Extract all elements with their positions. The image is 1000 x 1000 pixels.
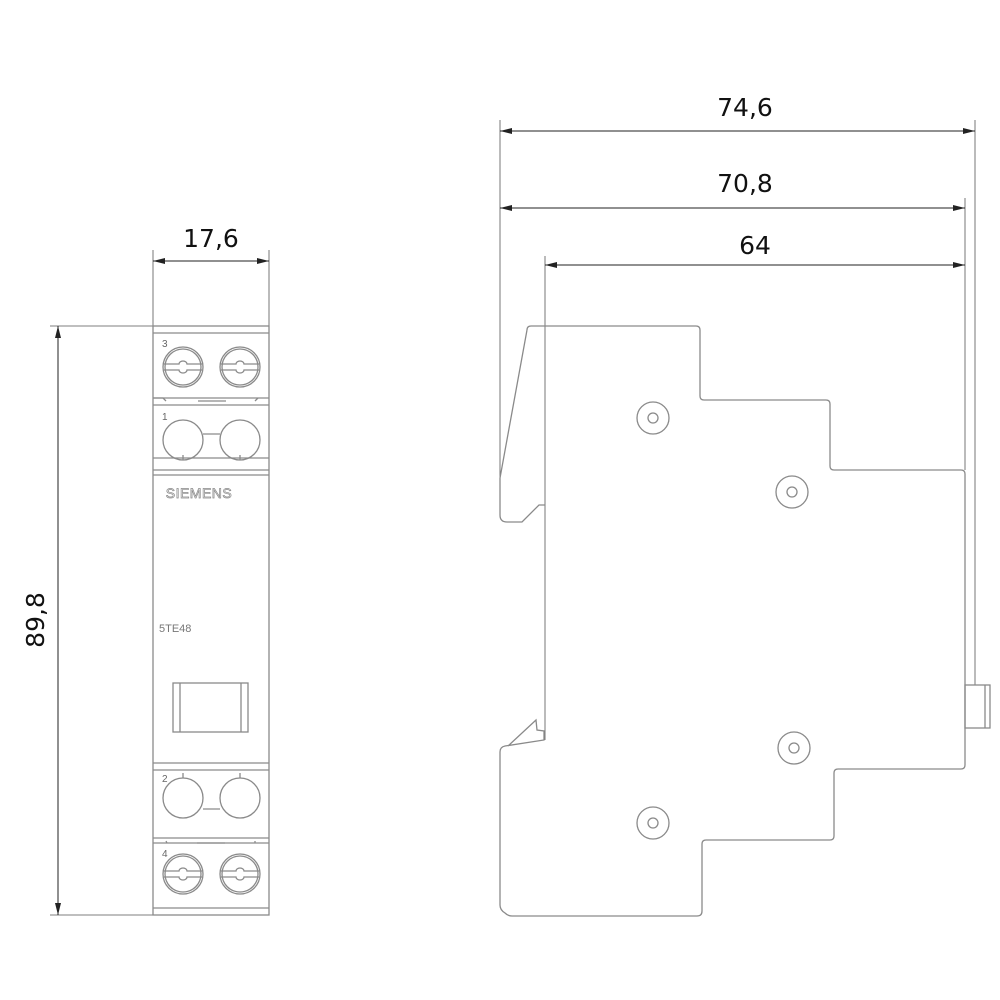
front-housing (152, 325, 270, 916)
indicator-window (172, 682, 249, 733)
terminal-label-4: 4 (162, 849, 168, 860)
screw-icon (219, 346, 261, 388)
depth-dimension: 70,8 (500, 169, 966, 470)
brand-logo: SIEMENS (166, 485, 233, 501)
terminal-opening (219, 419, 261, 461)
overall-depth-dimension: 74,6 (499, 93, 976, 685)
screw-icon (219, 853, 261, 895)
terminal-opening (162, 419, 204, 461)
side-housing-outline (499, 325, 966, 917)
rail-depth-dimension: 64 (544, 231, 965, 740)
terminal-opening (162, 777, 204, 819)
screw-icon (162, 853, 204, 895)
width-dimension: 17,6 (152, 224, 270, 326)
mounting-hole-icon (636, 806, 670, 840)
width-dimension-label: 17,6 (183, 224, 239, 253)
screw-icon (162, 346, 204, 388)
mounting-hole-icon (636, 401, 670, 435)
mounting-hole-icon (777, 731, 811, 765)
height-dimension: 89,8 (21, 325, 153, 916)
terminal-label-2: 2 (162, 774, 168, 785)
height-dimension-label: 89,8 (21, 592, 50, 648)
rail-depth-label: 64 (739, 231, 771, 260)
depth-label: 70,8 (717, 169, 773, 198)
front-view: 17,6 89,8 3 (21, 224, 270, 916)
terminal-opening (219, 777, 261, 819)
side-tab (964, 684, 991, 729)
overall-depth-label: 74,6 (717, 93, 773, 122)
terminal-label-1: 1 (162, 412, 168, 423)
terminal-label-3: 3 (162, 339, 168, 350)
side-view: 74,6 70,8 64 (499, 93, 991, 917)
mounting-hole-icon (775, 475, 809, 509)
model-label: 5TE48 (159, 623, 191, 635)
